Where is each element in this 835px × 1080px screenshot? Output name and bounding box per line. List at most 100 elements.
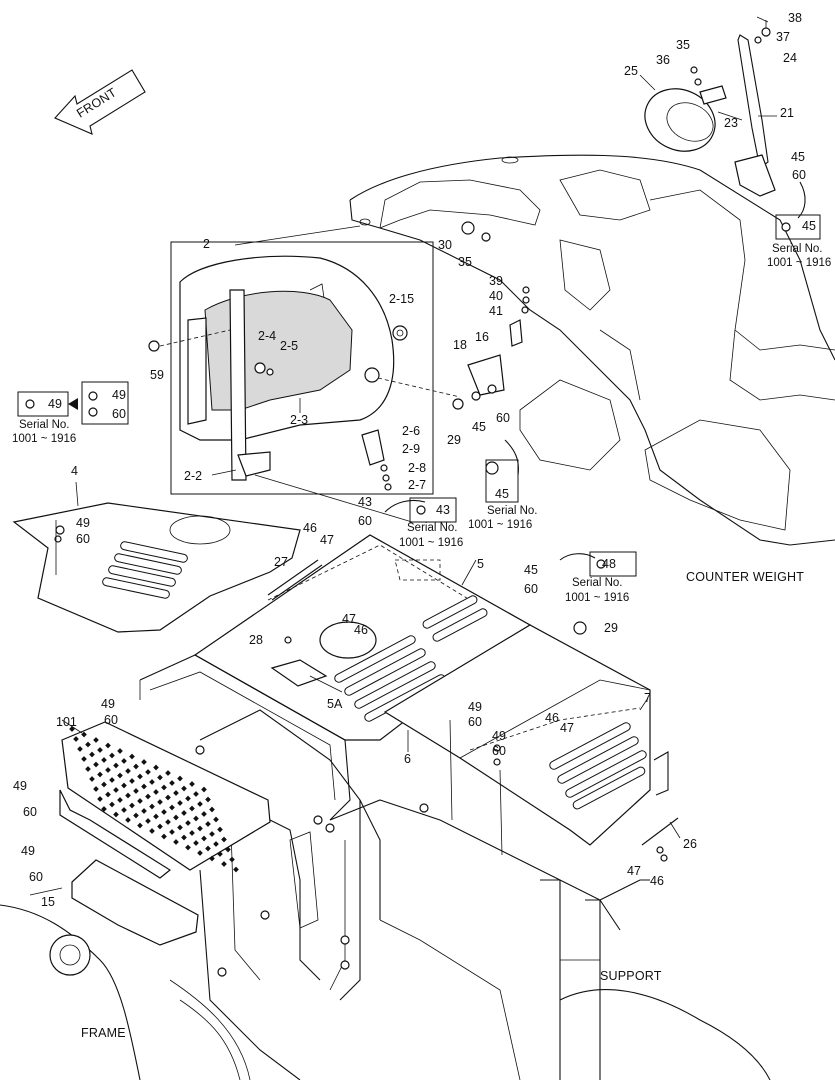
perforation-hole	[221, 861, 227, 867]
bracket-16-18	[452, 221, 530, 476]
perforation-hole	[137, 773, 143, 780]
callout-35-mid: 35	[458, 255, 472, 269]
perforation-hole	[109, 801, 115, 808]
perforation-hole	[161, 784, 167, 791]
leader-lines	[29, 16, 777, 896]
perforation-hole	[77, 746, 83, 752]
perforation-hole	[213, 816, 219, 823]
callout-5a: 5A	[327, 697, 343, 711]
perforation-hole	[105, 791, 111, 798]
callout-45-bracket: 45	[472, 420, 486, 434]
perforation-hole	[217, 826, 223, 833]
callout-60-box-left: 60	[112, 407, 126, 421]
callout-2-9: 2-9	[402, 442, 420, 456]
perforation-hole	[221, 836, 227, 843]
perforation-hole	[209, 831, 215, 837]
callout-47-bottom: 47	[627, 864, 641, 878]
perforation-hole	[213, 841, 219, 847]
callout-2-3: 2-3	[290, 413, 308, 427]
perforation-hole	[125, 768, 131, 774]
perforation-hole	[81, 756, 87, 762]
perforation-hole	[209, 855, 215, 862]
perforation-hole	[189, 781, 195, 787]
perforation-hole	[149, 803, 155, 810]
callout-29-plate: 29	[604, 621, 618, 635]
callout-37: 37	[776, 30, 790, 44]
perforation-hole	[169, 829, 175, 835]
callout-49-plate6: 49	[468, 700, 482, 714]
perforation-hole	[225, 846, 231, 853]
counter-weight-label: COUNTER WEIGHT	[686, 570, 804, 584]
rods-26-27	[267, 559, 679, 862]
callout-18: 18	[453, 338, 467, 352]
perforation-hole	[201, 835, 207, 842]
plate-15	[59, 789, 199, 946]
callout-2: 2	[203, 237, 210, 251]
callout-2-8: 2-8	[408, 461, 426, 475]
callout-49-box-left-2: 49	[112, 388, 126, 402]
callout-40: 40	[489, 289, 503, 303]
serial-mid-line1: Serial No.	[487, 505, 538, 517]
callout-47-plate5: 47	[342, 612, 356, 626]
callout-49-plate7: 49	[492, 729, 506, 743]
perforation-hole	[201, 786, 207, 793]
callout-2-2: 2-2	[184, 469, 202, 483]
perforation-hole	[181, 834, 187, 841]
perforation-hole	[153, 813, 159, 820]
callout-45-box-mid: 45	[495, 487, 509, 501]
perforation-hole	[133, 788, 139, 794]
perforation-hole	[181, 785, 187, 792]
callout-2-4: 2-4	[258, 329, 276, 343]
callout-39: 39	[489, 274, 503, 288]
callout-labels: 38 37 24 35 36 25 21 23 45 60 45 Serial …	[12, 11, 831, 1040]
perforation-hole	[109, 752, 115, 759]
serial-center-line1: Serial No.	[407, 522, 458, 534]
callout-60-plate5: 60	[524, 582, 538, 596]
perforation-hole	[193, 815, 199, 822]
callout-2-6: 2-6	[402, 424, 420, 438]
perforation-hole	[141, 783, 147, 790]
callout-45-box-right: 45	[802, 219, 816, 233]
floor-plate-6-7	[383, 621, 669, 846]
callout-49-bottom: 49	[21, 844, 35, 858]
perforation-hole	[161, 809, 167, 815]
counter-weight	[349, 154, 835, 546]
mirror-assembly	[644, 20, 776, 197]
perforation-hole	[201, 811, 207, 817]
perforation-hole	[181, 810, 187, 816]
callout-26: 26	[683, 837, 697, 851]
group-box-2	[170, 241, 434, 495]
callout-49-frame: 49	[101, 697, 115, 711]
serial-left-line1: Serial No.	[19, 419, 70, 431]
perforation-hole	[149, 779, 155, 785]
perforation-hole	[93, 786, 99, 792]
callout-46-bottom: 46	[650, 874, 664, 888]
callout-21: 21	[780, 106, 794, 120]
callout-25: 25	[624, 64, 638, 78]
perforation-hole	[133, 763, 139, 770]
callout-45-mirror: 45	[791, 150, 805, 164]
perforation-hole	[101, 806, 107, 812]
callout-15: 15	[41, 895, 55, 909]
perforation-hole	[117, 797, 123, 803]
perforation-hole	[113, 787, 119, 793]
perforation-hole	[185, 795, 191, 802]
perforation-hole	[141, 808, 147, 814]
callout-29-bracket: 29	[447, 433, 461, 447]
perforation-hole	[185, 844, 191, 851]
callout-60-bracket: 60	[496, 411, 510, 425]
callout-41: 41	[489, 304, 503, 318]
perforation-hole	[165, 770, 171, 776]
callout-38: 38	[788, 11, 802, 25]
perforation-hole	[129, 753, 135, 760]
callout-30: 30	[438, 238, 452, 252]
perforation-hole	[233, 866, 239, 873]
serial-curves	[384, 181, 806, 561]
callout-27: 27	[274, 555, 288, 569]
callout-60-plate7: 60	[492, 744, 506, 758]
callout-23: 23	[724, 116, 738, 130]
callout-60-frame: 60	[104, 713, 118, 727]
callout-60-plate6: 60	[468, 715, 482, 729]
perforation-hole	[157, 823, 163, 830]
